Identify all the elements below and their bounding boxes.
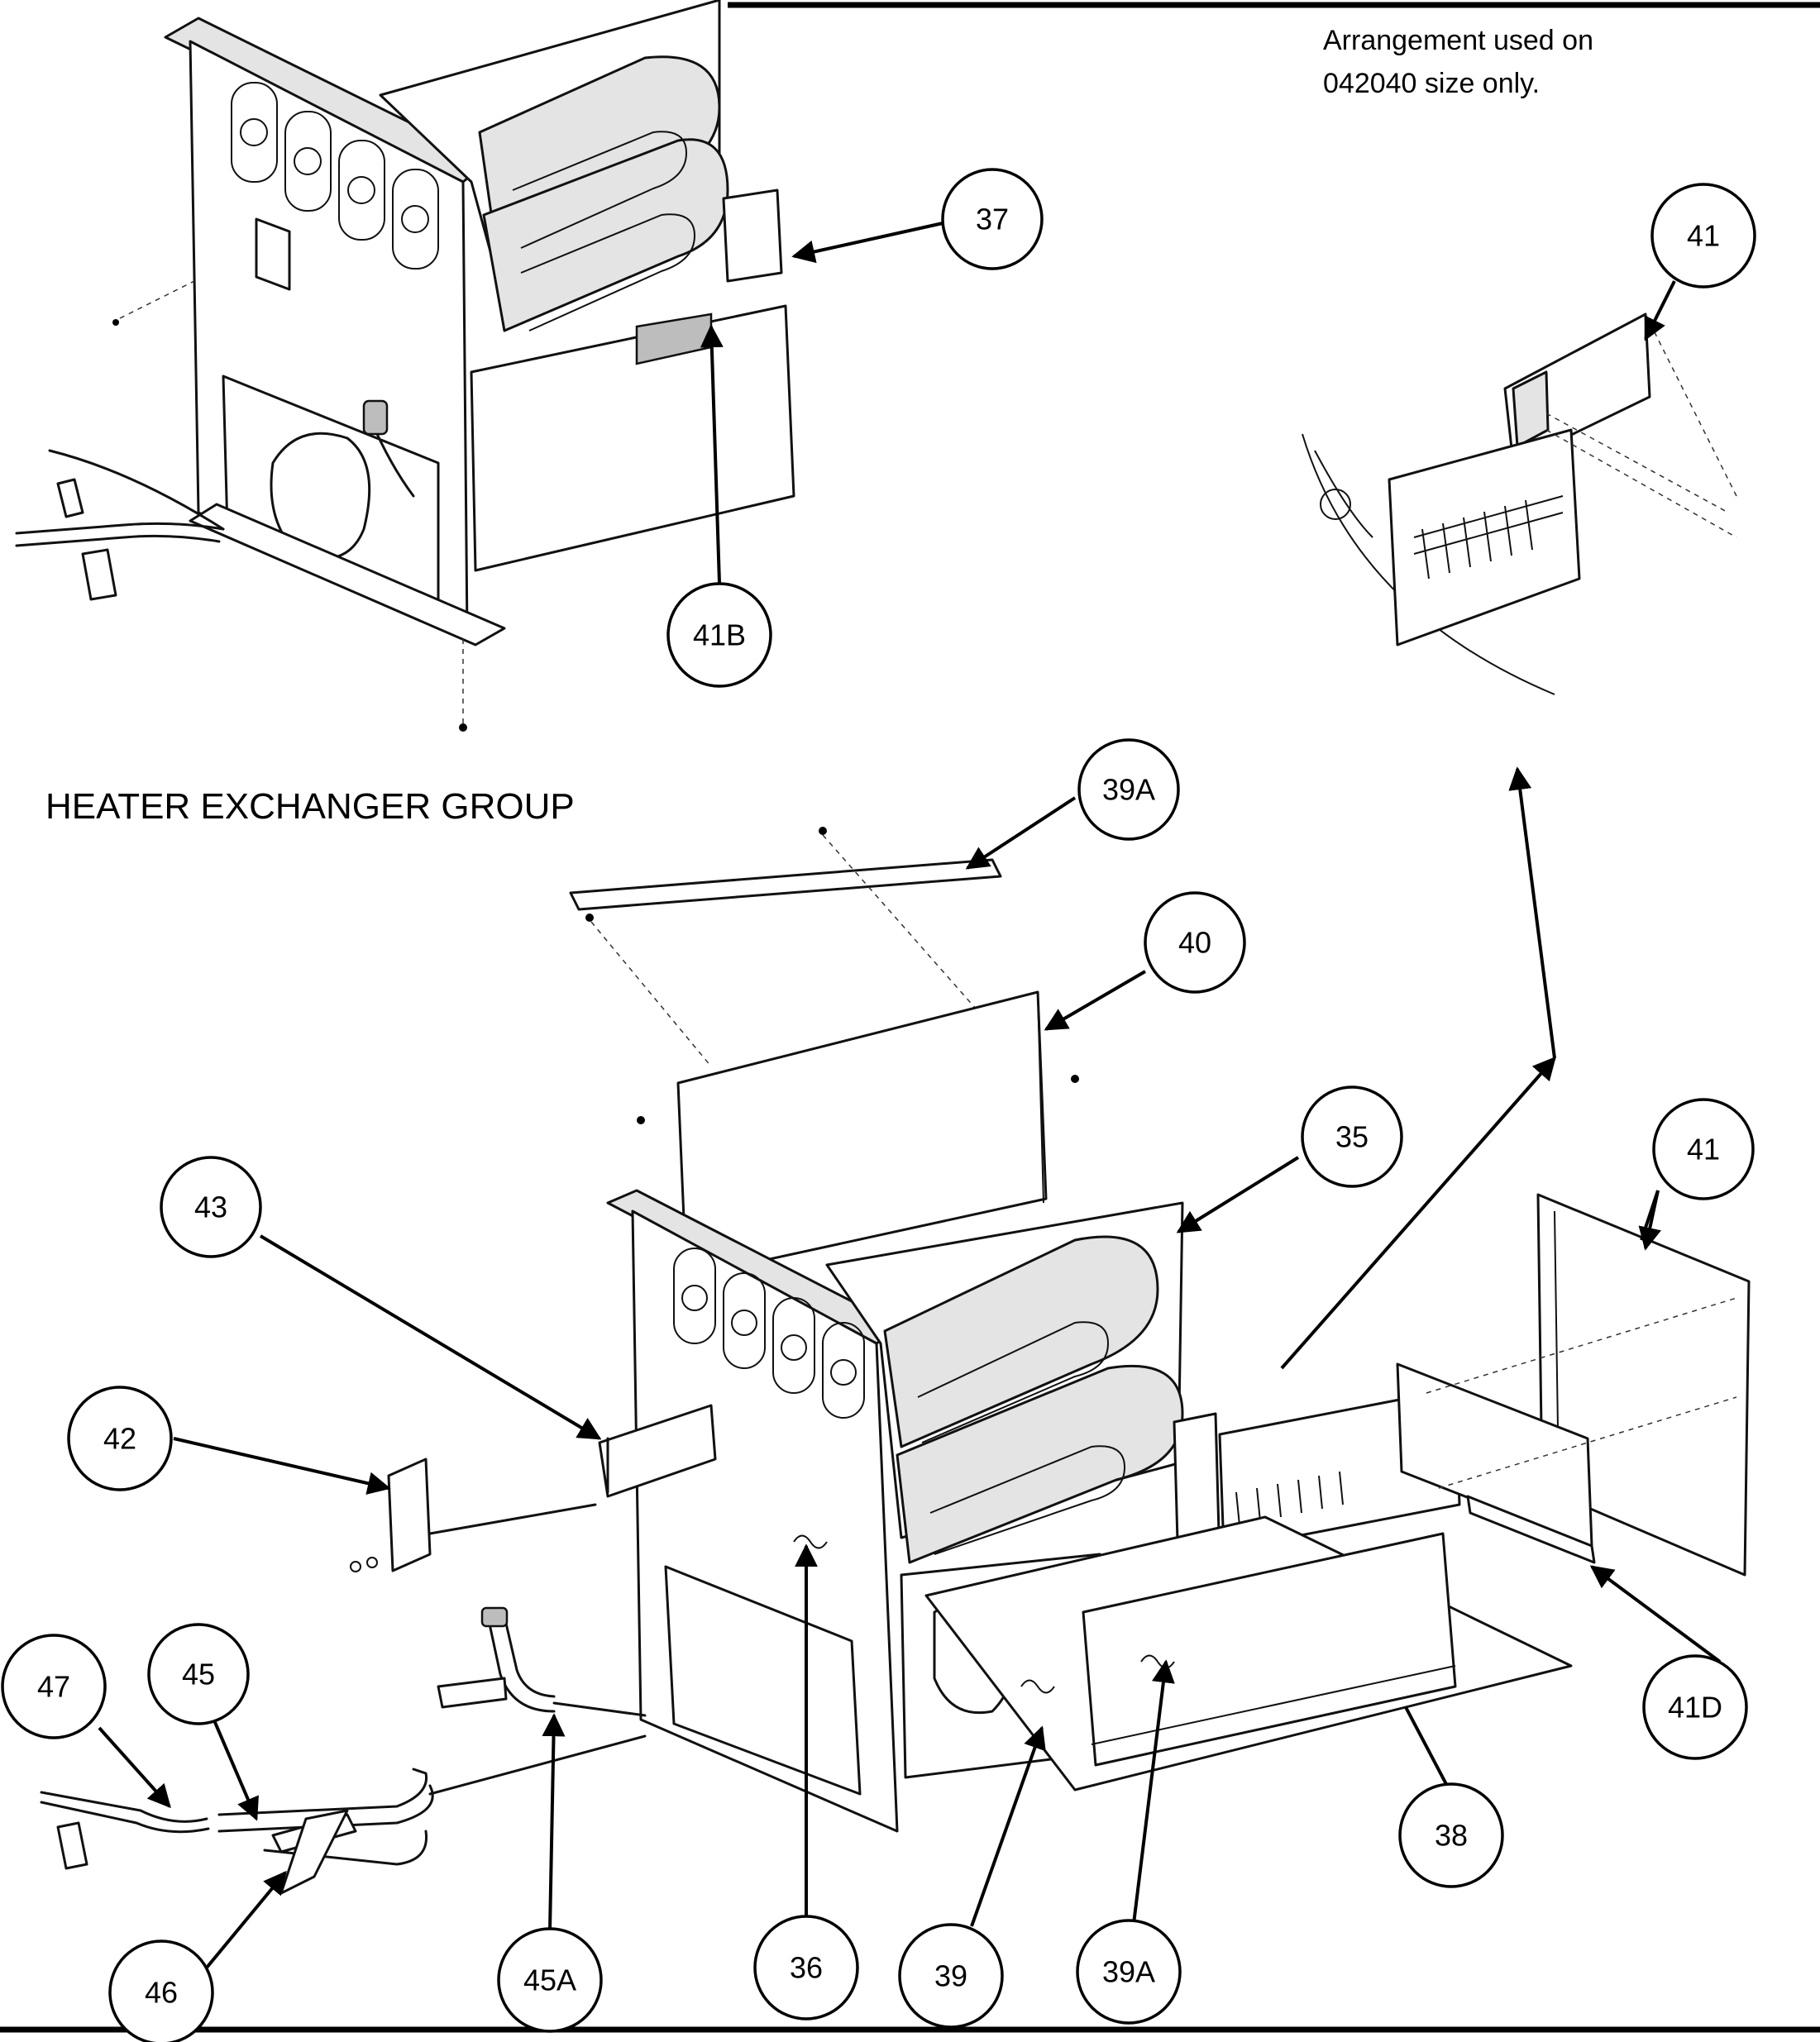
svg-text:47: 47 — [37, 1670, 70, 1704]
callout-37: 37 — [941, 168, 1044, 270]
svg-text:36: 36 — [790, 1951, 823, 1985]
callout-46: 46 — [108, 1939, 214, 2042]
callout-45: 45 — [147, 1623, 250, 1725]
svg-text:35: 35 — [1335, 1120, 1369, 1154]
svg-text:37: 37 — [976, 203, 1009, 236]
svg-text:39A: 39A — [1102, 773, 1155, 807]
detail-inset-042040 — [1302, 313, 1737, 695]
callout-43: 43 — [160, 1156, 262, 1258]
callout-41d: 41D — [1642, 1654, 1748, 1760]
diagram-title: HEATER EXCHANGER GROUP — [45, 786, 575, 827]
svg-text:39A: 39A — [1102, 1955, 1155, 1989]
arrangement-note-line1: Arrangement used on — [1323, 25, 1593, 56]
svg-text:41B: 41B — [693, 618, 746, 652]
callout-45a: 45A — [497, 1927, 603, 2033]
assembled-heat-exchanger-view — [15, 0, 795, 732]
svg-text:42: 42 — [103, 1422, 136, 1456]
svg-text:43: 43 — [194, 1190, 227, 1224]
svg-text:41: 41 — [1687, 1133, 1720, 1167]
exploded-heat-exchanger-view — [40, 827, 1751, 1895]
callout-47: 47 — [1, 1634, 107, 1739]
callout-42: 42 — [67, 1386, 173, 1491]
callout-39: 39 — [898, 1923, 1004, 2029]
callout-39a-bottom: 39A — [1076, 1919, 1182, 2025]
callout-40: 40 — [1144, 891, 1246, 994]
callout-39a-top: 39A — [1077, 738, 1180, 841]
arrangement-note-line2: 042040 size only. — [1323, 68, 1540, 99]
callout-41b: 41B — [666, 582, 772, 688]
svg-text:45: 45 — [182, 1658, 215, 1691]
svg-text:41: 41 — [1687, 219, 1720, 253]
svg-text:38: 38 — [1435, 1819, 1468, 1853]
inlet-holes — [231, 82, 439, 270]
svg-text:45A: 45A — [523, 1963, 576, 1997]
exploded-inlet-holes — [673, 1248, 865, 1419]
svg-text:41D: 41D — [1668, 1691, 1722, 1725]
callout-38: 38 — [1398, 1782, 1504, 1888]
callout-41-detail: 41 — [1650, 183, 1756, 289]
callout-36: 36 — [753, 1915, 859, 2021]
svg-text:39: 39 — [934, 1959, 967, 1993]
callout-41: 41 — [1652, 1098, 1755, 1200]
svg-text:46: 46 — [145, 1976, 178, 2010]
svg-text:40: 40 — [1178, 926, 1211, 960]
callout-35: 35 — [1301, 1085, 1403, 1188]
